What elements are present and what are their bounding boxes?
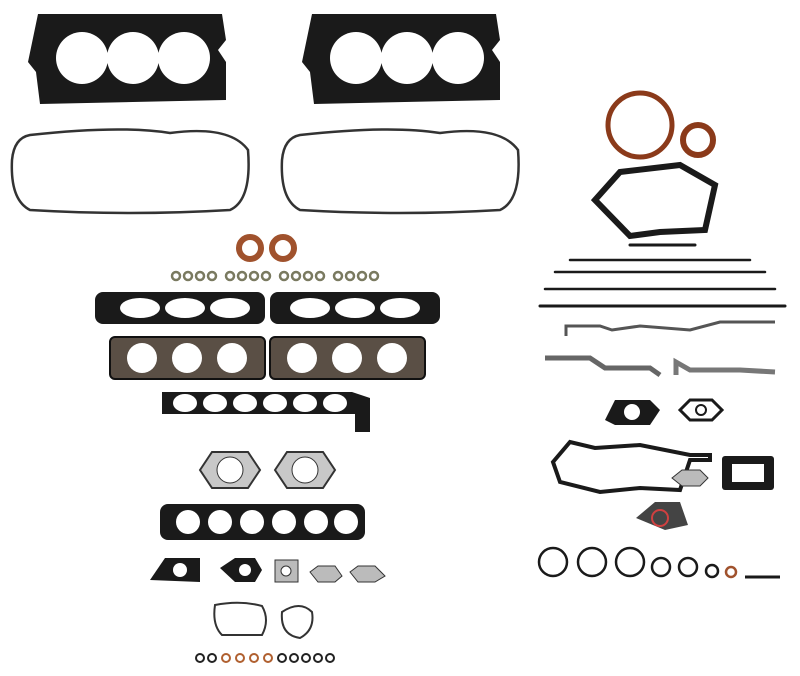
formed-seal-right (673, 357, 776, 375)
camshaft-seal (236, 234, 264, 262)
rear-main-seal (605, 90, 675, 160)
water-outlet-gasket (677, 398, 725, 422)
exhaust-flange-gasket (273, 451, 337, 489)
timing-cover-seal (564, 320, 775, 336)
valve-cover-gasket-right (280, 128, 520, 215)
seal-strips (538, 243, 787, 308)
loop-seal-left (213, 601, 267, 636)
camshaft-seal (269, 234, 297, 262)
small-flange-gasket (671, 469, 709, 487)
front-crank-seal (680, 122, 716, 158)
oil-filter-adapter-gasket (636, 502, 688, 530)
o-ring-row (170, 270, 380, 282)
exhaust-gasket-right (269, 336, 426, 380)
exhaust-flange-gasket (198, 451, 262, 489)
intake-gasket-right (270, 292, 440, 324)
water-pump-gasket (590, 161, 719, 240)
exhaust-gasket-left (109, 336, 266, 380)
small-gaskets-row (150, 558, 386, 583)
tiny-o-rings (195, 653, 335, 663)
head-gasket-left (28, 14, 226, 104)
loop-seal-right (280, 605, 314, 640)
intake-gasket-left (95, 292, 265, 324)
head-gasket-right (302, 14, 500, 104)
thermostat-gasket (605, 400, 660, 425)
intake-manifold-gasket (160, 504, 365, 540)
o-rings-large (537, 546, 738, 579)
valve-cover-gasket-left (10, 128, 250, 215)
egr-gasket (722, 456, 774, 490)
formed-seal-left (545, 355, 662, 378)
oil-pan-gasket (550, 439, 712, 495)
plenum-gasket (162, 392, 370, 432)
